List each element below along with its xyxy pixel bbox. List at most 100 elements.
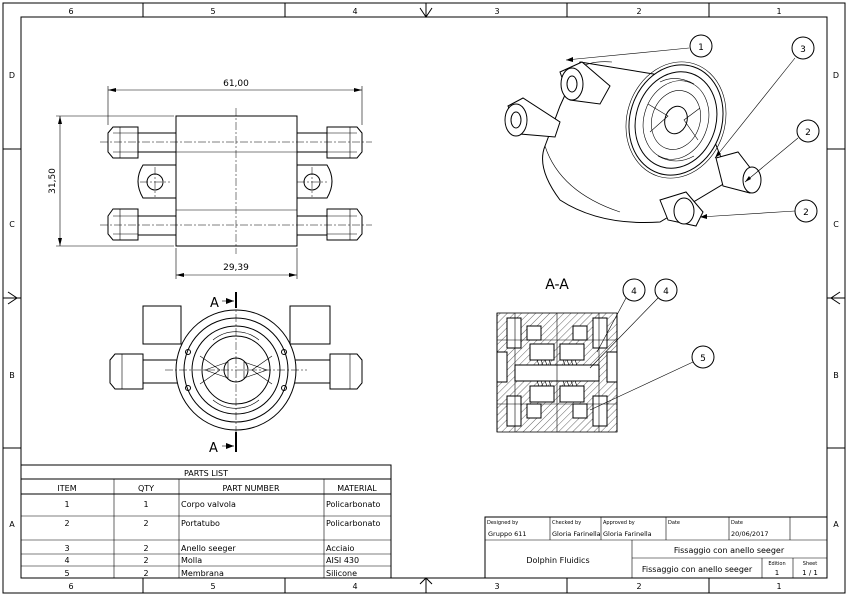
zone-row-d-right: D [833,71,839,80]
zone-col-2-top: 2 [636,7,641,16]
balloon-label: 3 [800,45,806,55]
centering-mark-left [3,291,21,305]
date-label: Date [731,520,743,526]
company-name: Dolphin Fluidics [526,556,589,565]
drawing-subtitle: Fissaggio con anello seeger [642,565,753,574]
cell-part-number: Anello seeger [181,544,236,553]
cell-item: 3 [64,544,69,553]
balloon-label: 1 [698,43,704,53]
cell-qty: 2 [143,519,148,528]
zone-col-4-top: 4 [352,7,357,16]
date-value: 20/06/2017 [731,530,768,538]
cell-item: 5 [64,569,69,578]
checked-by-label: Checked by [552,520,581,526]
parts-list-title: PARTS LIST [184,469,228,478]
zone-row-b-right: B [833,371,839,380]
parts-list-header-qty: QTY [138,484,154,493]
front-view [100,108,372,254]
balloon-label: 2 [803,208,809,218]
cell-part-number: Molla [181,556,202,565]
approval-date-label: Date [668,520,680,526]
section-cut-marker-bottom: A [209,432,237,456]
centering-mark-bottom [419,577,433,593]
cell-material: AISI 430 [326,556,359,565]
designed-by-value: Gruppo 611 [488,530,527,538]
parts-list-header-material: MATERIAL [337,484,377,493]
section-cut-marker-top: A [210,292,237,311]
iso-balloon-2b: 2 [699,199,818,223]
balloon-label: 4 [631,287,637,297]
parts-list-header-item: ITEM [57,484,76,493]
zone-col-3-top: 3 [494,7,499,16]
approved-by-label: Approved by [603,520,635,526]
centering-mark-right [827,291,845,305]
table-row: 4 2 Molla AISI 430 [64,556,359,565]
isometric-view [504,61,762,227]
dimension-label-length: 61,00 [223,79,249,89]
zone-row-c-right: C [833,220,839,229]
balloon-label: 2 [805,128,811,138]
title-block: Designed by Gruppo 611 Checked by Gloria… [484,516,828,579]
iso-balloon-2a: 2 [744,119,820,183]
cell-item: 4 [64,556,69,565]
zone-col-1-top: 1 [776,7,781,16]
sheet-value: 1 / 1 [802,569,818,577]
zone-col-3-bottom: 3 [494,582,499,591]
cell-qty: 2 [143,544,148,553]
section-balloon-5: 5 [589,345,715,411]
zone-row-a-left: A [9,520,15,529]
zone-col-6-top: 6 [68,7,73,16]
iso-balloon-1: 1 [565,34,713,62]
drawing-title: Fissaggio con anello seeger [674,546,785,555]
table-row: 1 1 Corpo valvola Policarbonato [64,500,380,509]
parts-list: PARTS LIST ITEM QTY PART NUMBER MATERIAL… [20,464,392,579]
cell-qty: 2 [143,556,148,565]
zone-col-4-bottom: 4 [352,582,357,591]
cell-item: 1 [64,500,69,509]
cell-material: Policarbonato [326,519,381,528]
dimension-label-width: 29,39 [223,263,249,273]
designed-by-label: Designed by [487,520,518,526]
parts-list-header-part-number: PART NUMBER [222,484,279,493]
checked-by-value: Gloria Farinella [552,530,601,538]
balloon-label: 4 [663,287,669,297]
cell-item: 2 [64,519,69,528]
centering-mark-top [419,3,433,18]
zone-col-6-bottom: 6 [68,582,73,591]
table-row: 2 2 Portatubo Policarbonato [64,519,380,528]
section-view-aa [496,312,618,433]
dimension-height: 31,50 [48,115,174,247]
sheet-label: Sheet [803,561,817,567]
table-row: 3 2 Anello seeger Acciaio [64,544,354,553]
iso-balloon-3: 3 [714,36,815,159]
section-balloon-4a: 4 [596,278,646,353]
dimension-body-width: 29,39 [175,248,298,279]
zone-col-2-bottom: 2 [636,582,641,591]
zone-row-d-left: D [9,71,15,80]
section-cut-label-bottom: A [209,441,218,456]
zone-col-1-bottom: 1 [776,582,781,591]
zone-row-a-right: A [833,520,839,529]
zone-row-b-left: B [9,371,15,380]
top-view: A A [109,292,363,456]
section-view-title: A-A [545,277,569,293]
section-cut-label-top: A [210,296,219,311]
cell-material: Silicone [326,569,357,578]
dimension-label-height: 31,50 [48,168,58,194]
cell-material: Policarbonato [326,500,381,509]
cell-part-number: Membrana [181,569,224,578]
zone-col-5-top: 5 [210,7,215,16]
balloon-label: 5 [700,354,706,364]
zone-col-5-bottom: 5 [210,582,215,591]
edition-label: Edition [768,561,785,567]
cell-part-number: Portatubo [181,519,220,528]
cell-qty: 1 [143,500,148,509]
cell-material: Acciaio [326,544,354,553]
cell-qty: 2 [143,569,148,578]
section-balloon-4b: 4 [589,278,678,369]
zone-row-c-left: C [9,220,15,229]
approved-by-value: Gloria Farinella [603,530,652,538]
edition-value: 1 [775,569,779,577]
